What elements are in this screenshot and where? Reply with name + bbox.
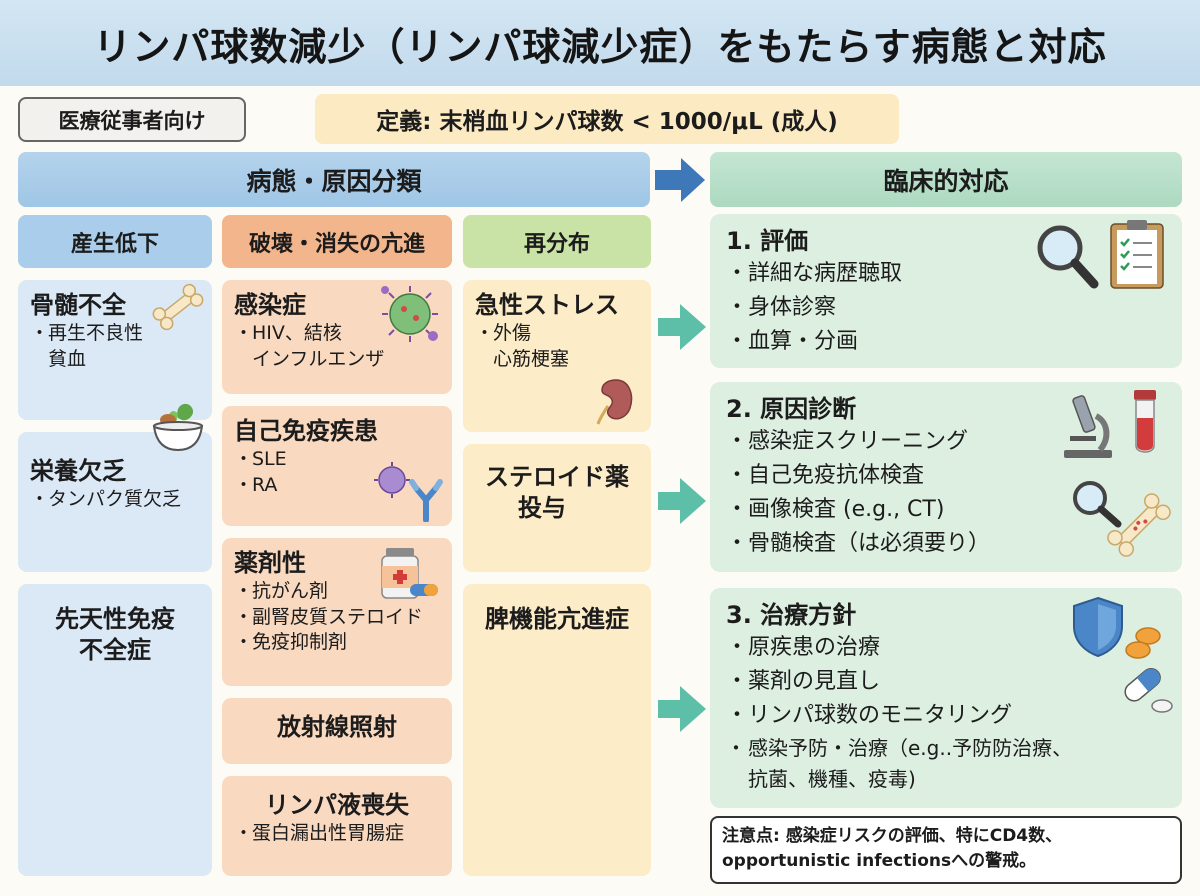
- antibody-icon: [374, 462, 443, 522]
- list-item: ・感染症スクリーニング: [726, 429, 969, 455]
- clipboard-icon: [1110, 220, 1164, 289]
- medicine-bottle-icon: [381, 548, 438, 599]
- list-item: ・詳細な病歴聴取: [726, 261, 903, 287]
- list-item: インフルエンザ: [252, 347, 385, 370]
- response-header: 臨床的対応: [710, 152, 1182, 207]
- card-radiation: 放射線照射: [222, 698, 452, 764]
- list-item: ・再生不良性: [30, 322, 144, 345]
- list-item: ・リンパ球数のモニタリング: [726, 703, 1013, 729]
- arrow-right-icon: [658, 304, 706, 350]
- list-item: ・外傷: [475, 322, 532, 345]
- causes-header: 病態・原因分類: [18, 152, 650, 207]
- caution-note: 注意点: 感染症リスクの評価、特にCD4数、 opportunistic inf…: [710, 816, 1182, 884]
- card-title-line: 先天性免疫: [55, 605, 175, 633]
- card-infection: 感染症 ・HIV、結核 インフルエンザ: [222, 280, 452, 394]
- response-card-evaluation: 1. 評価 ・詳細な病歴聴取 ・身体診察 ・血算・分画: [710, 214, 1182, 368]
- page-title: リンパ球数減少（リンパ球減少症）をもたらす病態と対応: [0, 0, 1200, 86]
- list-item: ・感染予防・治療（e.g..予防防治療、: [726, 736, 1073, 761]
- response-card-diagnosis: 2. 原因診断 ・感染症スクリーニング ・自己免疫抗体検査 ・画像検査 (e.g…: [710, 382, 1182, 572]
- response-title: 2. 原因診断: [726, 395, 857, 423]
- food-bowl-icon: [152, 403, 204, 452]
- list-item: ・SLE: [234, 448, 287, 471]
- card-title-line: ステロイド薬: [485, 463, 629, 491]
- card-title-line: 不全症: [79, 636, 151, 665]
- card-title: 放射線照射: [277, 713, 397, 741]
- card-title-line: 投与: [518, 494, 566, 523]
- column-header-redistribution: 再分布: [463, 215, 651, 268]
- list-item: ・血算・分画: [726, 329, 859, 355]
- response-title: 3. 治療方針: [726, 601, 857, 629]
- list-item: ・画像検査 (e.g., CT): [726, 497, 945, 523]
- card-title: 骨髄不全: [30, 291, 126, 319]
- card-hypersplenism: 脾機能亢進症: [463, 584, 651, 876]
- list-item: ・副腎皮質ステロイド: [234, 605, 424, 628]
- list-item: ・免疫抑制剤: [234, 631, 348, 654]
- response-title: 1. 評価: [726, 227, 809, 255]
- card-title: 急性ストレス: [475, 291, 619, 319]
- shield-icon: [1073, 596, 1123, 658]
- column-header-destruction: 破壊・消失の亢進: [222, 215, 452, 268]
- magnifier-icon: [1073, 481, 1122, 528]
- list-item: ・タンパク質欠乏: [30, 488, 182, 511]
- caution-line: opportunistic infectionsへの警戒。: [722, 850, 1037, 871]
- pills-icon: [1124, 627, 1173, 713]
- arrow-right-icon: [658, 686, 706, 732]
- kidney-icon: [596, 379, 633, 425]
- list-item: ・RA: [234, 473, 278, 496]
- bone-icon: [152, 283, 204, 331]
- card-title: 自己免疫疾患: [234, 417, 378, 445]
- list-item: ・HIV、結核: [234, 322, 342, 345]
- list-item: ・蛋白漏出性胃腸症: [234, 822, 405, 845]
- test-tube-icon: [1134, 390, 1156, 453]
- list-item: 貧血: [48, 347, 87, 370]
- card-title: 栄養欠乏: [30, 457, 126, 485]
- card-autoimmune: 自己免疫疾患 ・SLE ・RA: [222, 406, 452, 526]
- card-malnutrition: 栄養欠乏 ・タンパク質欠乏: [18, 432, 212, 572]
- list-item: ・抗がん剤: [234, 580, 329, 603]
- microscope-icon: [1064, 395, 1112, 458]
- list-item: ・薬剤の見直し: [726, 669, 881, 695]
- card-steroid-administration: ステロイド薬 投与: [463, 444, 651, 572]
- virus-icon: [381, 286, 438, 342]
- right-arrow-icon: [655, 158, 705, 202]
- list-item-continuation: 抗菌、機種、疫毒): [748, 767, 916, 792]
- bone-icon: [1107, 493, 1171, 557]
- arrow-right-icon: [658, 478, 706, 524]
- list-item: 心筋梗塞: [493, 347, 570, 370]
- column-header-production: 産生低下: [18, 215, 212, 268]
- list-item: ・自己免疫抗体検査: [726, 463, 925, 489]
- caution-line: 注意点: 感染症リスクの評価、特にCD4数、: [722, 826, 1063, 846]
- card-title: 薬剤性: [234, 549, 306, 577]
- definition-box: 定義: 末梢血リンパ球数 < 1000/μL (成人): [315, 94, 899, 144]
- audience-badge: 医療従事者向け: [18, 97, 246, 142]
- card-congenital-immunodeficiency: 先天性免疫 不全症: [18, 584, 212, 876]
- card-title: 感染症: [234, 291, 306, 319]
- magnifier-icon: [1037, 225, 1099, 289]
- list-item: ・骨髄検査（は必須要り）: [726, 531, 991, 557]
- list-item: ・原疾患の治療: [726, 635, 881, 661]
- list-item: ・身体診察: [726, 295, 837, 321]
- card-lymph-loss: リンパ液喪失 ・蛋白漏出性胃腸症: [222, 776, 452, 876]
- card-title: リンパ液喪失: [265, 791, 409, 819]
- card-title: 脾機能亢進症: [485, 605, 629, 633]
